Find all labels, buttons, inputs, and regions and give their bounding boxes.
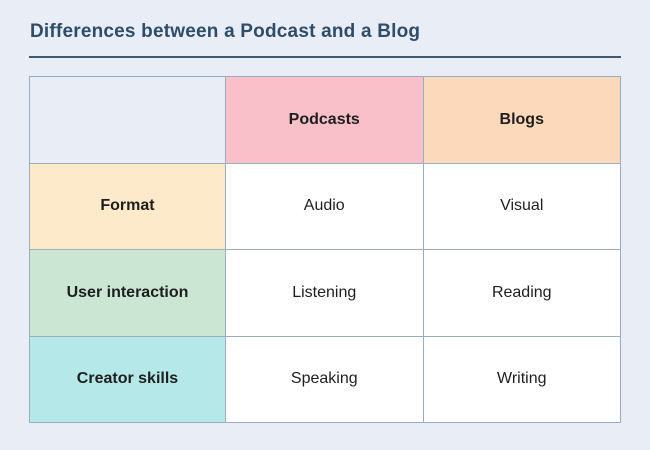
cell-user-interaction-blogs: Reading xyxy=(423,250,621,337)
cell-creator-skills-blogs: Writing xyxy=(423,336,621,423)
title-divider xyxy=(29,56,621,58)
cell-format-blogs: Visual xyxy=(423,163,621,250)
column-header-blogs: Blogs xyxy=(423,77,621,164)
cell-format-podcasts: Audio xyxy=(226,163,424,250)
row-label-format: Format xyxy=(30,163,226,250)
page-title: Differences between a Podcast and a Blog xyxy=(30,21,421,42)
row-label-user-interaction: User interaction xyxy=(30,250,226,337)
cell-creator-skills-podcasts: Speaking xyxy=(226,336,424,423)
column-header-podcasts: Podcasts xyxy=(226,77,424,164)
comparison-table: Podcasts Blogs Format Audio Visual User … xyxy=(29,76,621,423)
row-label-creator-skills: Creator skills xyxy=(30,336,226,423)
corner-cell xyxy=(30,77,226,164)
cell-user-interaction-podcasts: Listening xyxy=(226,250,424,337)
